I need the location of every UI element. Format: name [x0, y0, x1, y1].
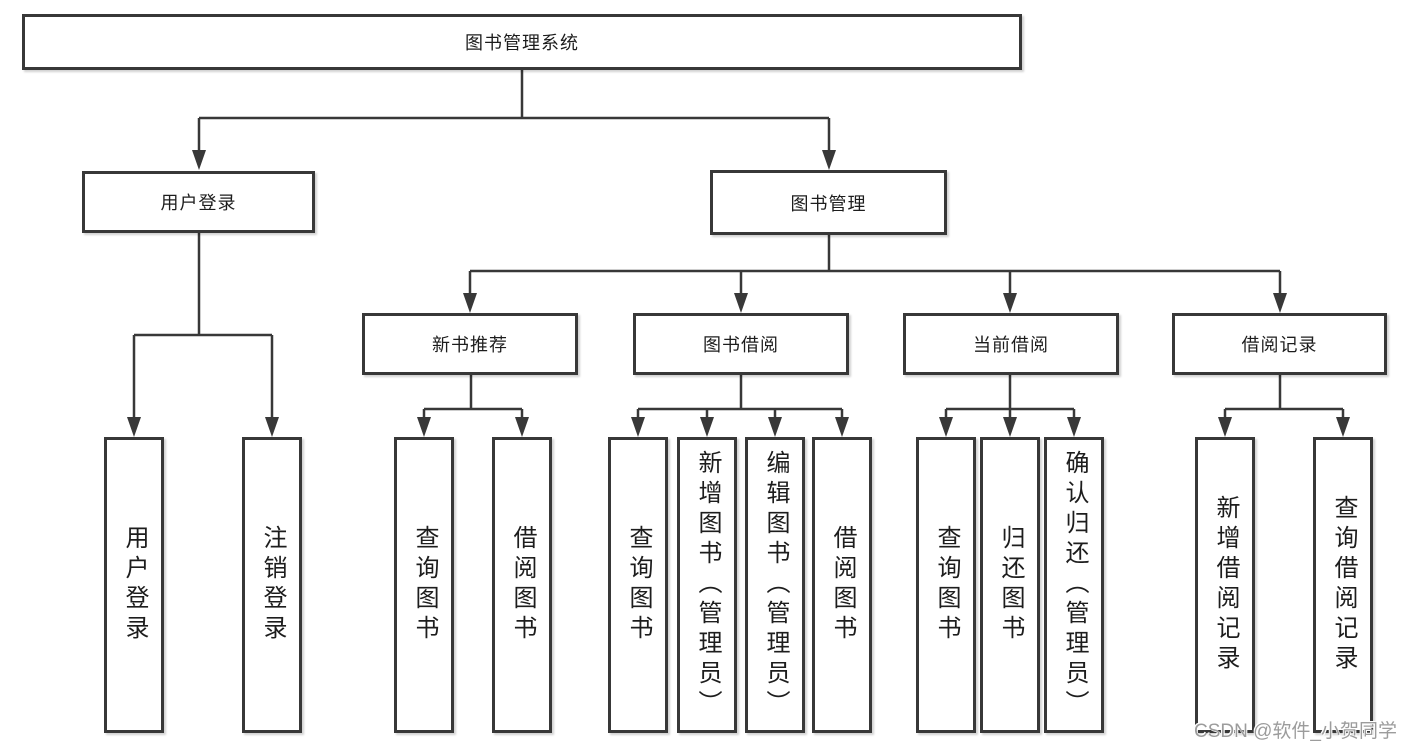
node-label: 注销登录: [259, 525, 286, 645]
node-current-borrow: 当前借阅: [903, 313, 1119, 375]
node-label: 用户登录: [121, 525, 148, 645]
node-label: 图书借阅: [703, 335, 779, 355]
node-label: 新增图书（管理员）: [694, 450, 721, 720]
connector-newbook-split: [422, 375, 524, 419]
node-label: 查询图书: [411, 525, 438, 645]
node-label: 用户登录: [160, 193, 237, 213]
leaf-add-book-admin: 新增图书（管理员）: [677, 437, 737, 733]
connector-root-split: [197, 70, 831, 152]
leaf-borrow-book: 借阅图书: [812, 437, 872, 733]
node-label: 图书管理: [790, 193, 867, 214]
leaf-query-borrow-record: 查询借阅记录: [1313, 437, 1373, 733]
connector-userlogin-split: [132, 233, 274, 419]
node-label: 查询图书: [625, 525, 652, 645]
leaf-add-borrow-record: 新增借阅记录: [1195, 437, 1255, 733]
node-label: 借阅记录: [1241, 335, 1318, 355]
node-label: 图书管理系统: [465, 33, 579, 53]
leaf-borrow-book-recommend: 借阅图书: [492, 437, 552, 733]
node-label: 编辑图书（管理员）: [762, 450, 789, 720]
node-borrow-record: 借阅记录: [1172, 313, 1387, 375]
connector-bookmgmt-split: [468, 235, 1282, 295]
node-label: 当前借阅: [973, 335, 1049, 355]
leaf-query-book-borrow: 查询图书: [608, 437, 668, 733]
node-label: 借阅图书: [829, 525, 856, 645]
leaf-query-book-recommend: 查询图书: [394, 437, 454, 733]
leaf-edit-book-admin: 编辑图书（管理员）: [745, 437, 805, 733]
node-label: 查询借阅记录: [1330, 495, 1357, 675]
node-label: 新书推荐: [432, 335, 508, 355]
connector-borrowrec-split: [1223, 375, 1345, 419]
node-label: 归还图书: [997, 525, 1024, 645]
leaf-logout: 注销登录: [242, 437, 302, 733]
connector-bookborrow-split: [636, 375, 844, 419]
node-label: 确认归还（管理员）: [1061, 450, 1088, 720]
leaf-query-book-current: 查询图书: [916, 437, 976, 733]
node-new-book-recommend: 新书推荐: [362, 313, 578, 375]
node-label: 新增借阅记录: [1212, 495, 1239, 675]
node-label: 借阅图书: [509, 525, 536, 645]
leaf-user-login: 用户登录: [104, 437, 164, 733]
connector-curborrow-split: [944, 375, 1076, 419]
node-user-login: 用户登录: [82, 171, 315, 233]
csdn-watermark: CSDN @软件_小贺同学: [1194, 721, 1397, 742]
node-label: 查询图书: [933, 525, 960, 645]
node-book-borrow: 图书借阅: [633, 313, 849, 375]
node-system-root: 图书管理系统: [22, 14, 1022, 70]
leaf-confirm-return-admin: 确认归还（管理员）: [1044, 437, 1104, 733]
node-book-management: 图书管理: [710, 170, 947, 235]
leaf-return-book: 归还图书: [980, 437, 1040, 733]
